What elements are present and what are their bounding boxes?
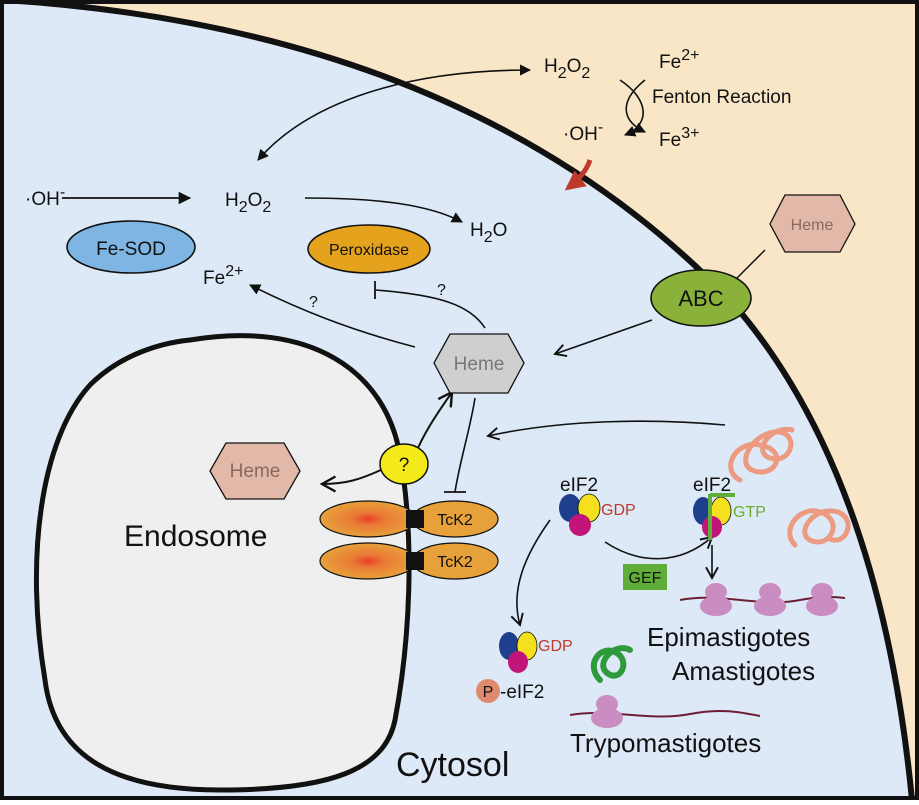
eif2-right-label: eIF2 [693, 475, 731, 496]
heme-outside-label: Heme [791, 217, 834, 234]
endosome-label: Endosome [124, 520, 267, 553]
heme-outside-hexagon [769, 194, 856, 253]
fenton-arc-right [619, 79, 644, 137]
trypomastigotes-label: Trypomastigotes [570, 728, 761, 758]
tck2-top-label: TcK2 [437, 512, 473, 529]
cytosol-label: Cytosol [396, 746, 509, 784]
abc-label: ABC [678, 286, 723, 311]
peroxidase-ellipse [307, 224, 431, 274]
transporter-to-endosome-arrow [319, 467, 386, 493]
gdp-bottom-label: GDP [538, 638, 573, 655]
tck2-inner-bottom [319, 542, 417, 580]
p-eif2-label: -eIF2 [500, 682, 544, 703]
heme-inhibits-peroxidase [374, 289, 486, 329]
question-transporter-label: ? [399, 455, 410, 476]
nascent-protein-2 [787, 508, 851, 548]
gdp-left-label: GDP [601, 502, 636, 519]
question-fe-label: ? [309, 294, 318, 311]
heme-endosome-label: Heme [230, 461, 281, 482]
question-transporter [379, 443, 429, 485]
oh-top-label: ·OH- [563, 119, 603, 145]
endosome-membrane [33, 333, 412, 793]
nascent-protein-green [590, 645, 633, 683]
abc-transporter [650, 269, 752, 327]
h2o2-mid-label: H2O2 [225, 190, 271, 216]
fe3-label: Fe3+ [659, 125, 699, 151]
heme-outside-to-abc-line [734, 249, 766, 281]
abc-to-heme-arrow [553, 319, 653, 358]
tck2-inner-top [319, 500, 417, 538]
tck2-bottom-label: TcK2 [437, 554, 473, 571]
gtp-label: GTP [733, 504, 766, 521]
ribosome-polysome [700, 583, 838, 616]
tck2-membrane-box-bottom [406, 552, 424, 570]
amastigotes-label: Amastigotes [672, 656, 815, 686]
p-eif2-complex [499, 631, 538, 673]
oh-left-label: ·OH- [25, 184, 65, 210]
heme-inhibits-tck2 [454, 397, 476, 493]
h2o2-top-label: H2O2 [544, 56, 590, 82]
epimastigotes-label: Epimastigotes [647, 622, 810, 652]
ribosome-single [591, 695, 623, 728]
fe2-mid-label: Fe2+ [203, 263, 243, 289]
heme-center-label: Heme [454, 354, 505, 375]
heme-endosome-hexagon [209, 442, 301, 500]
red-arrow [564, 159, 593, 191]
eif2-gtp-complex [693, 493, 735, 540]
fenton-reaction-label: Fenton Reaction [652, 87, 791, 108]
gef-box [623, 564, 667, 590]
fenton-arc-left [625, 79, 647, 133]
heme-to-fe-arrow [248, 284, 416, 348]
phosphorylation-arrow [510, 519, 551, 627]
h2o2-to-h2o-arrow [304, 197, 463, 223]
h2o2-exchange-arrow [257, 64, 532, 161]
fe-sod-ellipse [66, 220, 196, 274]
phosphate-circle [476, 679, 500, 703]
eif2-left-label: eIF2 [560, 475, 598, 496]
tck2-membrane-box-top [406, 510, 424, 528]
gef-label: GEF [629, 570, 662, 587]
translation-feedback-arrow [486, 420, 726, 441]
h2o-label: H2O [470, 220, 507, 246]
phosphate-label: P [483, 684, 494, 701]
gdp-gtp-exchange-arrow [604, 535, 714, 560]
eif2-gdp-complex [559, 493, 601, 536]
fe2-top-label: Fe2+ [659, 47, 699, 73]
nascent-protein-1 [728, 426, 795, 483]
question-peroxidase-label: ? [437, 282, 446, 299]
peroxidase-label: Peroxidase [329, 242, 409, 259]
heme-center-hexagon [433, 333, 525, 394]
fe-sod-label: Fe-SOD [96, 239, 166, 260]
